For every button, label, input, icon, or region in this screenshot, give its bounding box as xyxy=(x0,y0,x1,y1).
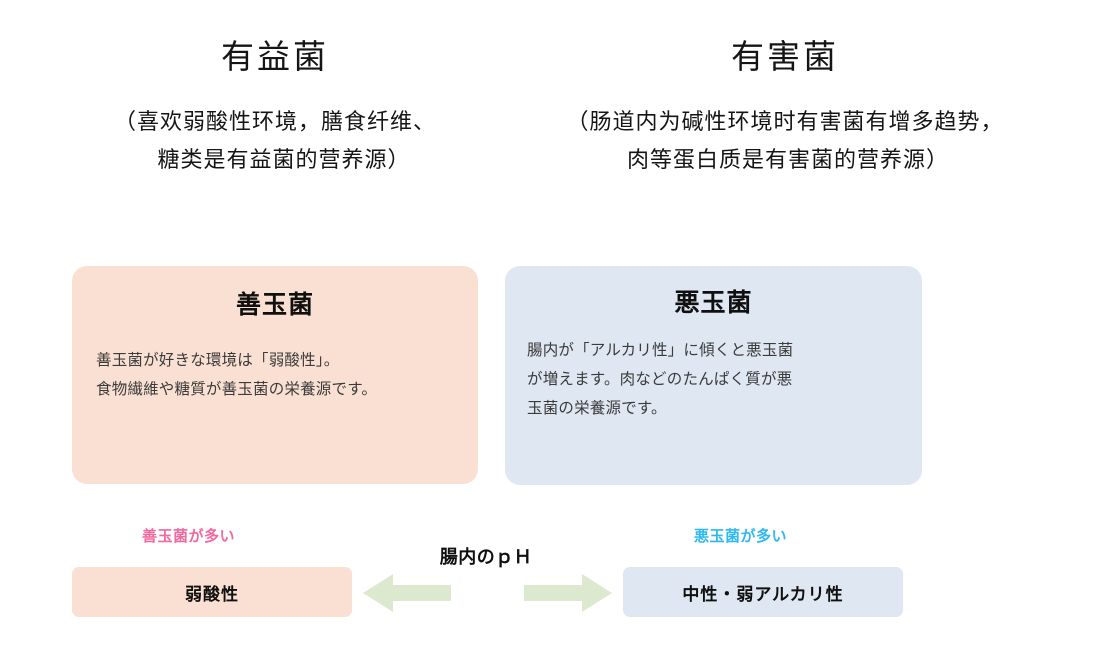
heading-subtitle-harmful: （肠道内为碱性环境时有害菌有增多趋势， 肉等蛋白质是有害菌的营养源） xyxy=(495,103,1075,179)
card-good-bacteria-body-line2: 食物繊維や糖質が善玉菌の栄養源です。 xyxy=(96,381,378,398)
ph-bar-neutral-weak-alkaline: 中性・弱アルカリ性 xyxy=(623,567,903,617)
label-bad-bacteria-abundant: 悪玉菌が多い xyxy=(694,528,788,545)
card-bad-bacteria-body-line2: が増えます。肉などのたんぱく質が悪 xyxy=(527,371,793,388)
arrow-left-icon xyxy=(363,574,451,612)
page-title-harmful: 有害菌 xyxy=(731,40,839,76)
ph-bar-weak-acidic: 弱酸性 xyxy=(72,567,352,617)
card-bad-bacteria-body: 腸内が「アルカリ性」に傾くと悪玉菌 が増えます。肉などのたんぱく質が悪 玉菌の栄… xyxy=(505,336,922,423)
card-bad-bacteria-body-line1: 腸内が「アルカリ性」に傾くと悪玉菌 xyxy=(527,342,794,359)
heading-subtitle-harmful-line2: 肉等蛋白质是有害菌的营养源） xyxy=(626,147,949,172)
heading-block-beneficial: 有益菌 （喜欢弱酸性环境，膳食纤维、 糖类是有益菌的营养源） xyxy=(40,38,510,179)
card-good-bacteria-title: 善玉菌 xyxy=(235,291,314,319)
card-bad-bacteria: 悪玉菌 腸内が「アルカリ性」に傾くと悪玉菌 が増えます。肉などのたんぱく質が悪 … xyxy=(505,266,922,485)
heading-subtitle-harmful-line1: （肠道内为碱性环境时有害菌有增多趋势， xyxy=(566,109,1004,134)
heading-subtitle-beneficial-line1: （喜欢弱酸性环境，膳食纤维、 xyxy=(113,109,436,134)
ph-scale-caption: 腸内のｐＨ xyxy=(439,547,533,567)
label-good-bacteria-abundant: 善玉菌が多い xyxy=(142,528,236,545)
card-bad-bacteria-title: 悪玉菌 xyxy=(674,289,753,317)
heading-subtitle-beneficial: （喜欢弱酸性环境，膳食纤维、 糖类是有益菌的营养源） xyxy=(40,103,510,179)
card-bad-bacteria-body-line3: 玉菌の栄養源です。 xyxy=(527,400,667,417)
arrow-right-icon xyxy=(524,574,612,612)
heading-subtitle-beneficial-line2: 糖类是有益菌的营养源） xyxy=(157,147,411,172)
card-good-bacteria-body: 善玉菌が好きな環境は「弱酸性」。 食物繊維や糖質が善玉菌の栄養源です。 xyxy=(72,346,478,404)
card-good-bacteria: 善玉菌 善玉菌が好きな環境は「弱酸性」。 食物繊維や糖質が善玉菌の栄養源です。 xyxy=(72,266,478,484)
page-title-beneficial: 有益菌 xyxy=(221,40,329,76)
card-good-bacteria-body-line1: 善玉菌が好きな環境は「弱酸性」。 xyxy=(96,352,340,369)
heading-block-harmful: 有害菌 （肠道内为碱性环境时有害菌有增多趋势， 肉等蛋白质是有害菌的营养源） xyxy=(495,38,1075,179)
